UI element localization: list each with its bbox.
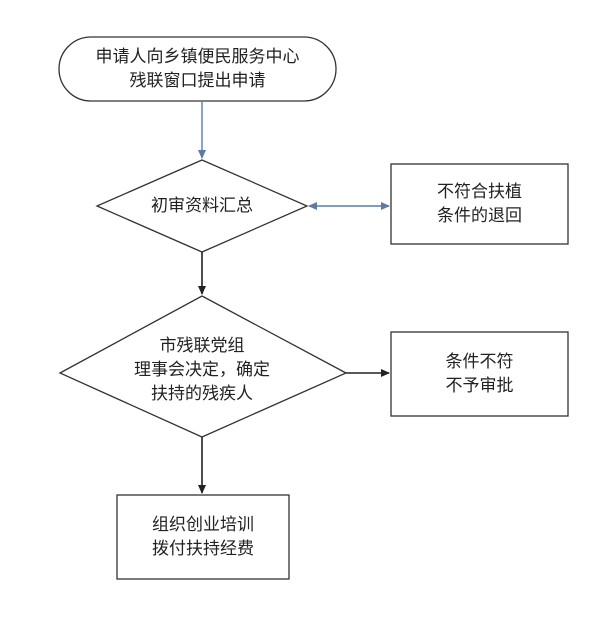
start-terminal — [58, 36, 337, 102]
funding-label-line-2: 拨付扶持经费 — [152, 539, 254, 559]
decision-label-line-1: 市残联党组 — [159, 336, 245, 356]
reject-return-label-line-2: 条件的退回 — [437, 206, 522, 226]
start-label-line-2: 残联窗口提出申请 — [129, 71, 266, 91]
reject-return-label: 不符合扶植 条件的退回 — [391, 180, 568, 228]
review-label: 初审资料汇总 — [97, 194, 307, 218]
reject-return-box — [390, 163, 569, 245]
reject-return-label-line-1: 不符合扶植 — [437, 182, 522, 202]
not-approved-box — [390, 331, 569, 417]
funding-box — [116, 494, 290, 580]
not-approved-label: 条件不符 不予审批 — [391, 350, 568, 398]
funding-label: 组织创业培训 拨付扶持经费 — [117, 513, 289, 561]
decision-label-line-3: 扶持的残疾人 — [151, 384, 253, 404]
funding-label-line-1: 组织创业培训 — [152, 515, 254, 535]
not-approved-label-line-1: 条件不符 — [445, 352, 514, 372]
decision-label: 市残联党组 理事会决定，确定 扶持的残疾人 — [82, 334, 322, 406]
start-label: 申请人向乡镇便民服务中心 残联窗口提出申请 — [59, 45, 336, 93]
review-label-line-1: 初审资料汇总 — [151, 196, 253, 216]
not-approved-label-line-2: 不予审批 — [445, 376, 514, 396]
start-label-line-1: 申请人向乡镇便民服务中心 — [95, 47, 300, 67]
decision-label-line-2: 理事会决定，确定 — [134, 360, 270, 380]
